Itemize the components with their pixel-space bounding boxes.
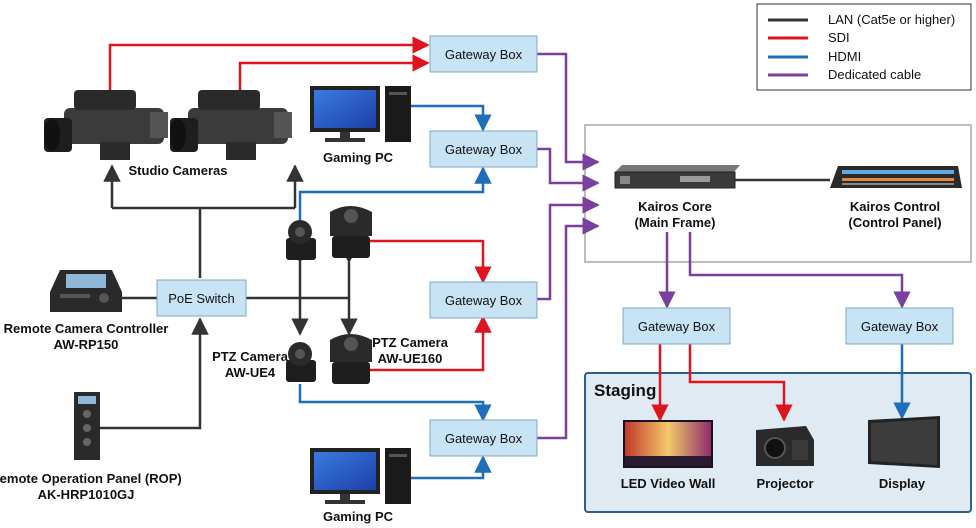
legend-label-sdi: SDI (828, 30, 850, 45)
ptz-camera-upper-right-icon (330, 206, 372, 258)
gateway-box-3[interactable]: Gateway Box (429, 281, 538, 319)
ded-gw1-to-core (537, 52, 600, 171)
lan-switch-up (112, 206, 295, 278)
kairos-control-label-1: Kairos Control (850, 199, 940, 214)
projector-label: Projector (756, 476, 813, 491)
hdmi-ue4-to-gw4 (298, 384, 492, 422)
hdmi-pc1-to-gw2 (410, 104, 492, 132)
kairos-core-label-1: Kairos Core (638, 199, 712, 214)
legend-label-hdmi: HDMI (828, 49, 861, 64)
display-icon (868, 416, 940, 468)
kairos-control-label-2: (Control Panel) (848, 215, 941, 230)
ded-core-to-gw6 (688, 232, 911, 309)
staging-title: Staging (594, 381, 656, 400)
lan-connections (100, 164, 830, 430)
sdi-connections (108, 36, 793, 422)
ptz-camera-ue160-icon (330, 334, 372, 384)
sdi-cam2-to-gw1 (238, 54, 430, 96)
remote-operation-panel-icon (74, 392, 100, 460)
poe-switch-label: PoE Switch (168, 291, 234, 306)
gateway-box-6[interactable]: Gateway Box (845, 307, 954, 345)
studio-camera-2-icon (170, 90, 292, 160)
ptz-camera-ue4-icon (286, 342, 316, 382)
kairos-control-icon (830, 166, 962, 188)
dedicated-connections (537, 52, 911, 440)
gateway-box-5-label: Gateway Box (638, 319, 716, 334)
gateway-box-1-label: Gateway Box (445, 47, 523, 62)
lan-rop-to-switch (100, 317, 209, 430)
remote-camera-controller-icon (50, 270, 122, 312)
hdmi-ptz-to-gw2 (298, 166, 492, 220)
legend-label-dedicated: Dedicated cable (828, 67, 921, 82)
display-label: Display (879, 476, 926, 491)
gaming-pc-top-label: Gaming PC (323, 150, 394, 165)
gateway-box-4-label: Gateway Box (445, 431, 523, 446)
ptz-ue4-label-1: PTZ Camera (212, 349, 289, 364)
led-video-wall-icon (623, 420, 713, 468)
sdi-cam1-to-gw1 (108, 36, 430, 95)
gateway-box-4[interactable]: Gateway Box (429, 419, 538, 457)
hdmi-pc2-to-gw4 (410, 455, 492, 480)
ptz-ue4-label-2: AW-UE4 (225, 365, 276, 380)
rop-label-1: Remote Operation Panel (ROP) (0, 471, 182, 486)
gateway-box-2-label: Gateway Box (445, 142, 523, 157)
rcc-label-1: Remote Camera Controller (4, 321, 169, 336)
studio-cameras-label: Studio Cameras (129, 163, 228, 178)
sdi-ue160-to-gw3 (370, 315, 492, 372)
gateway-box-5[interactable]: Gateway Box (622, 307, 731, 345)
kairos-core-icon (614, 165, 740, 189)
led-wall-label: LED Video Wall (621, 476, 716, 491)
legend-label-lan: LAN (Cat5e or higher) (828, 12, 955, 27)
sdi-ptz-to-gw3 (370, 239, 492, 284)
gaming-pc-bottom-label: Gaming PC (323, 509, 394, 524)
gateway-box-6-label: Gateway Box (861, 319, 939, 334)
gaming-pc-bottom-icon (310, 448, 411, 504)
ptz-ue160-label-1: PTZ Camera (372, 335, 449, 350)
legend: LAN (Cat5e or higher) SDI HDMI Dedicated… (756, 3, 972, 91)
hdmi-connections (298, 104, 911, 480)
poe-switch[interactable]: PoE Switch (156, 279, 247, 317)
gateway-box-2[interactable]: Gateway Box (429, 130, 538, 168)
gaming-pc-top-icon (310, 86, 411, 142)
gateway-box-3-label: Gateway Box (445, 293, 523, 308)
ptz-camera-upper-left-icon (286, 220, 316, 260)
ded-gw3-to-core (537, 196, 600, 301)
ded-gw4-to-core (537, 217, 600, 440)
kairos-core-label-2: (Main Frame) (635, 215, 716, 230)
gateway-box-1[interactable]: Gateway Box (429, 35, 538, 73)
studio-camera-1-icon (44, 90, 168, 160)
rop-label-2: AK-HRP1010GJ (38, 487, 135, 502)
ded-gw2-to-core (537, 147, 600, 192)
sdi-gw5-to-projector (688, 342, 793, 422)
kairos-region (584, 124, 972, 263)
projector-icon (756, 426, 814, 466)
ptz-ue160-label-2: AW-UE160 (378, 351, 443, 366)
rcc-label-2: AW-RP150 (54, 337, 119, 352)
